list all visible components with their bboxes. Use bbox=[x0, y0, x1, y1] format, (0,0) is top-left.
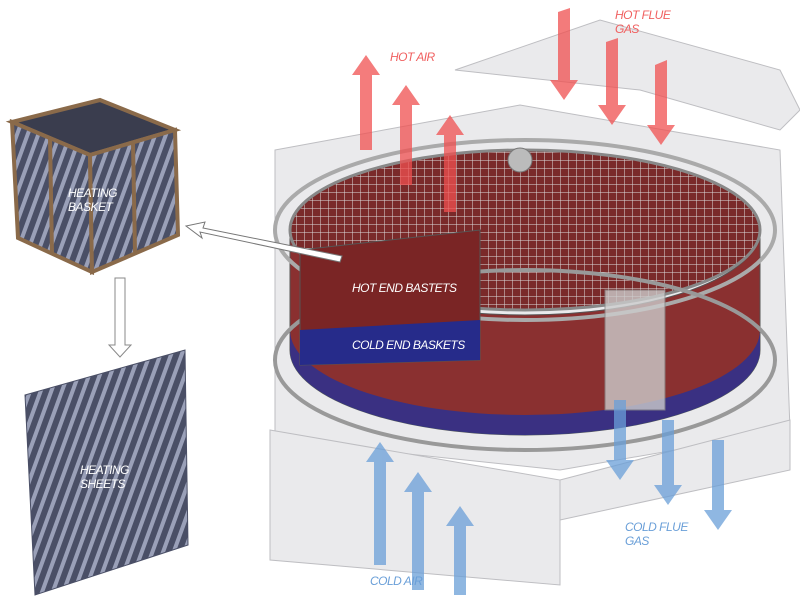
cold-flue-gas-arrows bbox=[606, 400, 732, 530]
pointer-arrow-icon bbox=[184, 221, 343, 263]
heating-basket-graphic bbox=[5, 97, 182, 276]
cold-end-baskets-label: COLD END BASKETS bbox=[352, 338, 465, 352]
hot-air-arrows bbox=[352, 55, 464, 212]
heating-sheets-label: HEATING SHEETS bbox=[80, 463, 129, 491]
hot-end-baskets-label: HOT END BASTETS bbox=[352, 281, 457, 295]
rotor bbox=[273, 138, 777, 452]
down-arrow-icon bbox=[107, 277, 133, 358]
heating-basket-label: HEATING BASKET bbox=[68, 186, 117, 214]
cold-air-label: COLD AIR bbox=[370, 574, 423, 588]
hot-flue-gas-label: HOT FLUE GAS bbox=[615, 8, 671, 36]
cold-flue-gas-label: COLD FLUE GAS bbox=[625, 520, 688, 548]
hot-flue-gas-arrows bbox=[550, 8, 675, 145]
cold-air-arrows bbox=[366, 442, 474, 595]
hot-air-label: HOT AIR bbox=[390, 50, 435, 64]
heating-sheets-graphic bbox=[24, 349, 189, 596]
